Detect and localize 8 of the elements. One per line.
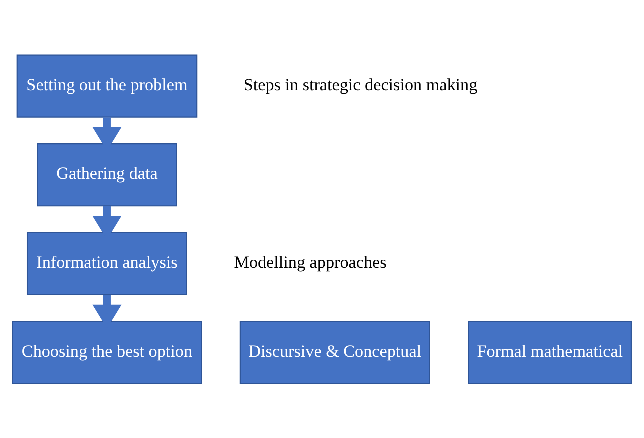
- node-box: Setting out the problem: [16, 54, 198, 118]
- label: Steps in strategic decision making: [244, 74, 478, 94]
- node-box: Information analysis: [27, 232, 188, 295]
- node-box: Choosing the best option: [12, 320, 202, 384]
- node-box: Discursive & Conceptual: [240, 320, 430, 384]
- node-box: Gathering data: [37, 143, 178, 206]
- label: Modelling approaches: [234, 252, 387, 272]
- node-box: Formal mathematical: [468, 320, 632, 384]
